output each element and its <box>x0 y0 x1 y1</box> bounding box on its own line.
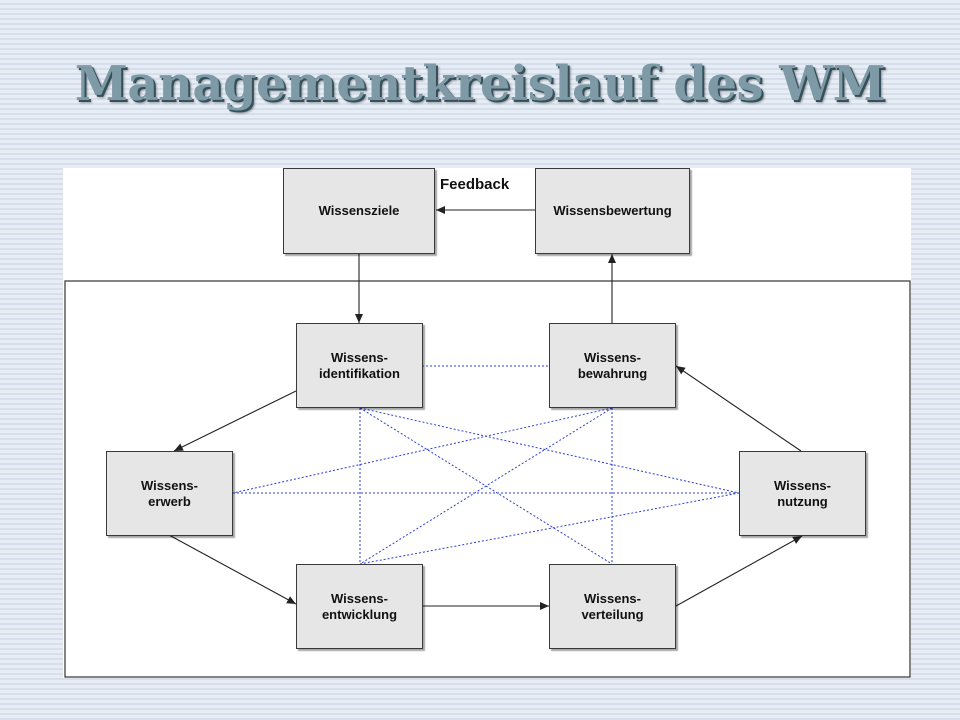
slide-title: Managementkreislauf des WM <box>74 56 886 112</box>
diagram-lines <box>64 206 911 678</box>
node-wissensbewahrung: Wissens- bewahrung <box>549 323 676 408</box>
node-wissensverteilung: Wissens- verteilung <box>549 564 676 649</box>
link-entwicklung-nutzung <box>359 492 740 565</box>
arrow-nutzung-bewahrung <box>675 365 802 452</box>
node-wissensbewertung: Wissensbewertung <box>535 168 690 254</box>
node-wissensidentifikation: Wissens- identifikation <box>296 323 423 408</box>
node-wissensziele: Wissensziele <box>283 168 435 254</box>
diagram-panel: Feedback Wissensziele Wissensbewertung W… <box>63 168 911 678</box>
arrow-verteilung-nutzung <box>675 535 803 607</box>
flow-arrows <box>168 206 803 610</box>
node-wissensnutzung: Wissens- nutzung <box>739 451 866 536</box>
link-bewahrung-entwicklung <box>359 407 613 565</box>
link-bewahrung-erwerb <box>232 407 613 494</box>
node-wissenserwerb: Wissens- erwerb <box>106 451 233 536</box>
link-identifikation-nutzung <box>359 407 740 494</box>
inner-frame <box>64 280 911 678</box>
arrow-erwerb-entwicklung <box>168 534 297 605</box>
arrow-identifikation-erwerb <box>173 390 297 452</box>
node-wissensentwicklung: Wissens- entwicklung <box>296 564 423 649</box>
feedback-label: Feedback <box>440 176 510 193</box>
dotted-links <box>232 365 740 565</box>
